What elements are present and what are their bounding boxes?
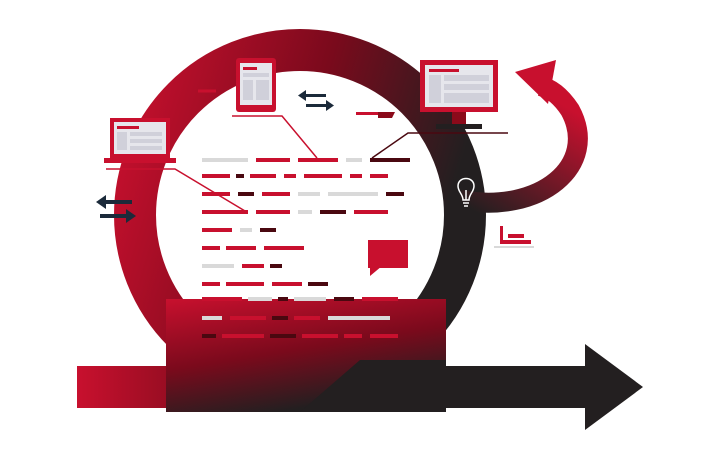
mini-chart-icon — [494, 226, 534, 248]
swap-arrows-icon — [298, 90, 334, 111]
content-lines — [202, 158, 410, 338]
laptop-icon — [104, 118, 176, 163]
cycle-arrow-icon — [458, 60, 588, 213]
tablet-icon — [236, 58, 276, 112]
backlog-box — [166, 299, 446, 412]
chat-bubble-icon — [368, 240, 408, 276]
monitor-icon — [420, 60, 498, 129]
lightbulb-icon — [457, 177, 475, 207]
accent-dashes — [356, 112, 395, 118]
connector-lines — [106, 89, 508, 212]
swap-arrows-icon-left — [96, 195, 136, 223]
